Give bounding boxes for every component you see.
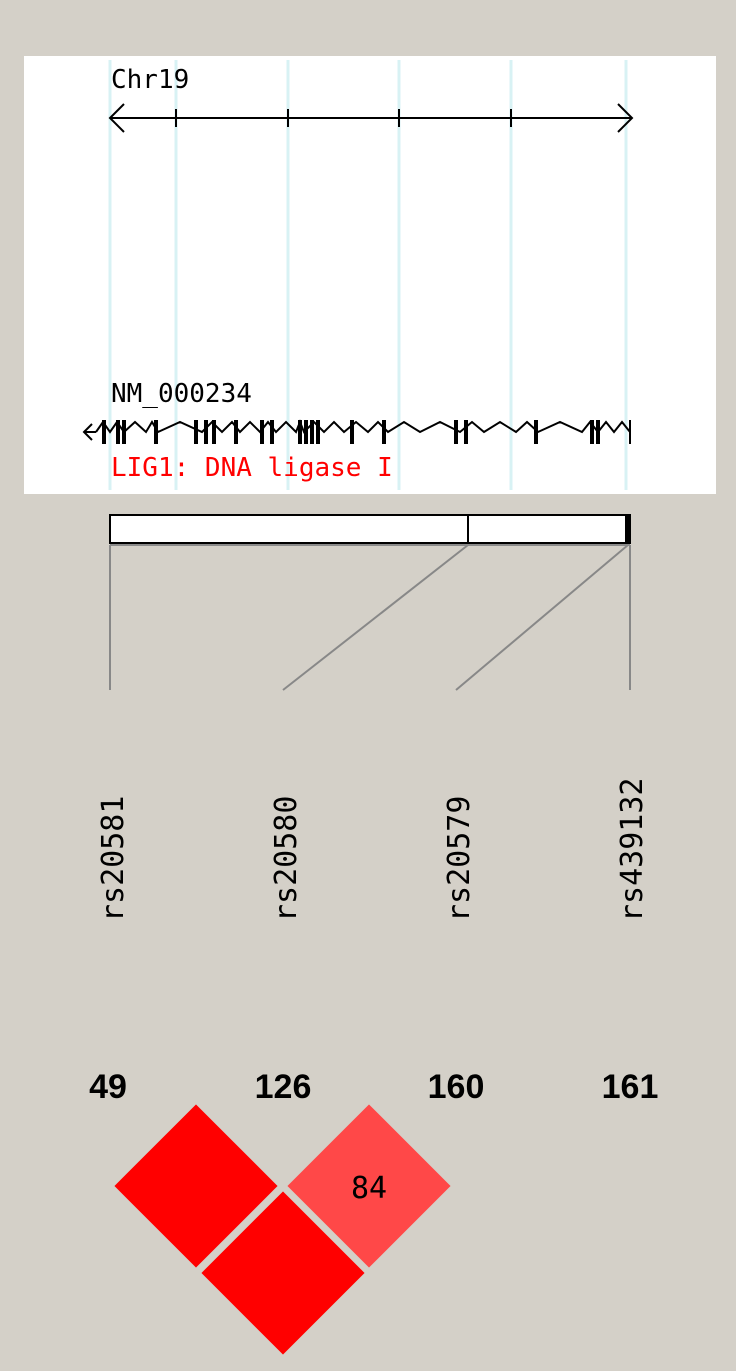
guide-lines <box>108 60 628 490</box>
gene-exon <box>304 420 308 444</box>
snp-position-bar <box>109 514 631 544</box>
gene-exon <box>310 420 314 444</box>
gene-exon <box>270 420 274 444</box>
ruler-right-arrow <box>617 103 634 133</box>
gene-exon <box>260 420 264 444</box>
gene-exon <box>464 420 468 444</box>
gene-exon <box>212 420 216 444</box>
gene-exon <box>234 420 238 444</box>
ld-cell[interactable] <box>198 1188 368 1358</box>
ld-value-label: 84 <box>351 1171 387 1206</box>
gene-exon <box>534 420 538 444</box>
gene-exon <box>454 420 458 444</box>
gene-exon <box>116 420 120 444</box>
snp-name: rs20580 <box>269 796 304 922</box>
gene-exon <box>316 420 320 444</box>
gene-exon <box>596 420 600 444</box>
snp-names: rs20581 rs20580 rs20579 rs439132 <box>96 778 650 923</box>
snp-position-label: 161 <box>602 1068 659 1106</box>
snp-bar-end-marker <box>625 515 631 543</box>
gene-exon <box>204 420 208 444</box>
gene-exon <box>350 420 354 444</box>
transcript-label: NM_000234 <box>111 379 252 409</box>
gene-exon <box>102 420 106 444</box>
chromosome-ruler <box>108 103 634 133</box>
snp-name: rs20579 <box>442 796 477 922</box>
connector-line <box>282 544 469 691</box>
ld-cell[interactable] <box>111 1101 281 1271</box>
gene-exons <box>102 420 600 444</box>
connector-line <box>455 544 629 691</box>
snp-name: rs439132 <box>615 778 650 923</box>
gene-exon <box>298 420 302 444</box>
annotation-panel <box>24 56 716 494</box>
snp-name: rs20581 <box>96 796 131 922</box>
gene-exon <box>382 420 386 444</box>
gene-exon <box>194 420 198 444</box>
snp-position-label: 160 <box>428 1068 485 1106</box>
snp-position-label: 126 <box>255 1068 312 1106</box>
gene-exon <box>122 420 126 444</box>
chromosome-label: Chr19 <box>111 65 189 95</box>
snp-connectors <box>109 544 631 691</box>
snp-position-label: 49 <box>89 1068 127 1106</box>
ruler-left-arrow <box>108 103 125 133</box>
ld-heatmap: 84 <box>111 1101 454 1358</box>
gene-exon <box>590 420 594 444</box>
ld-cell[interactable] <box>284 1101 454 1271</box>
snp-positions: 49 126 160 161 <box>89 1068 658 1106</box>
gene-name-label: LIG1: DNA ligase I <box>111 453 393 483</box>
gene-exon <box>154 420 158 444</box>
